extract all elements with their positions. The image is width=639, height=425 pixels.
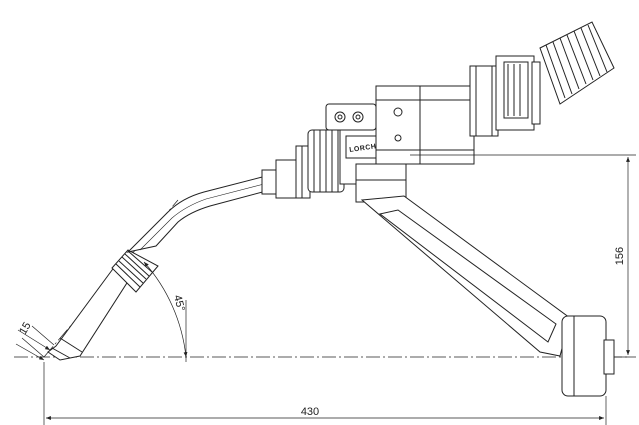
dimension-height [410,154,636,358]
union-nut [307,129,345,193]
handle-body [375,85,475,165]
brand-logo: LORCH [349,143,377,154]
mounting-arm [360,195,571,357]
dimension-height-label: 156 [614,247,626,265]
connector-housing [495,55,541,131]
cable-bend-protector [539,21,615,105]
dimension-overall-length-label: 430 [301,406,319,418]
dimension-tip-offset-label: 15 [17,320,34,337]
mounting-flange [561,315,615,397]
rear-sleeve [469,65,499,137]
dimension-angle [143,261,188,362]
mounting-bracket-stem [355,163,407,203]
dimension-angle-label: 45° [171,294,187,313]
dimension-tip-offset [15,325,55,361]
gooseneck-tube [126,175,271,253]
neck-collar [261,145,311,199]
dimension-overall-length [43,362,607,425]
